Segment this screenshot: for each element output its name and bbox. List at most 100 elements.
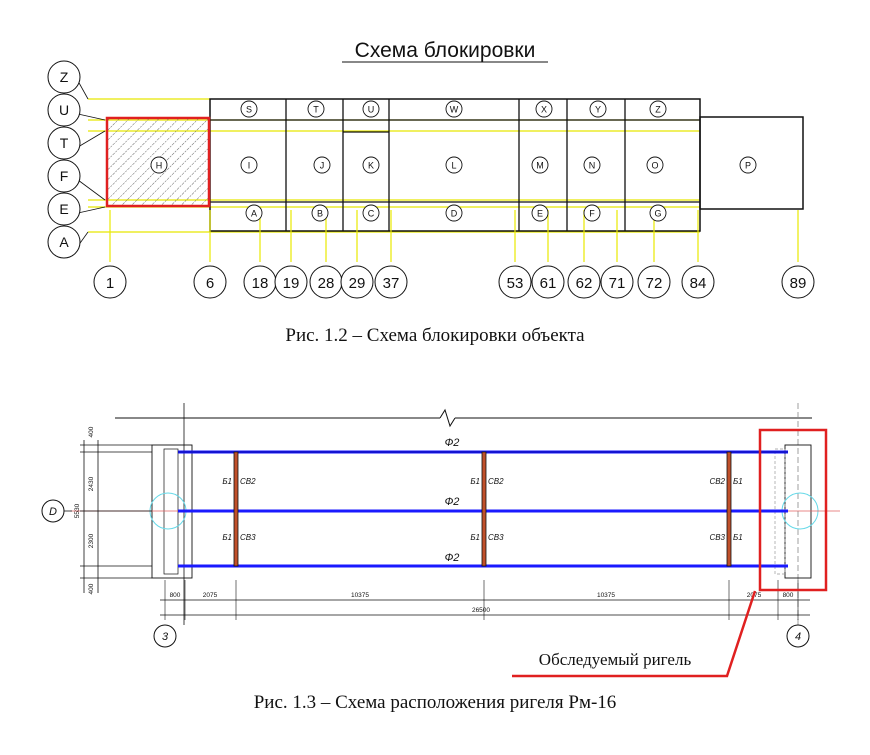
axis-bubble: [47, 93, 81, 127]
highlight-frame: [758, 428, 828, 592]
axis-label: 84: [690, 275, 707, 292]
joint-label: Б1: [470, 477, 480, 486]
block-label: J: [320, 161, 325, 171]
block-bubble: [240, 156, 258, 174]
axis-bubble: [531, 265, 565, 299]
block-bubble: [362, 156, 380, 174]
axis-label: D: [49, 506, 57, 518]
joint-label: СВ3: [709, 533, 725, 542]
block-label: Z: [655, 105, 661, 115]
figure-caption-2: Рис. 1.3 – Схема расположения ригеля Рм-…: [253, 692, 617, 713]
block-label: G: [654, 209, 661, 219]
axis-label: 29: [349, 275, 366, 292]
axis-leader: [77, 80, 89, 100]
block-label: X: [541, 105, 547, 115]
axis-label: U: [59, 102, 69, 118]
cross-girder: [481, 451, 487, 567]
dim-text: 800: [170, 592, 181, 599]
axis-label: 37: [383, 275, 400, 292]
axis-label: 3: [162, 631, 169, 643]
axis-label: 62: [576, 275, 593, 292]
axis-label: 18: [252, 275, 269, 292]
joint-label: Б1: [222, 477, 232, 486]
joint-label: СВ2: [240, 477, 256, 486]
axis-bubble: [498, 265, 532, 299]
dim-text: 26500: [472, 607, 490, 614]
axis-leader: [77, 130, 106, 148]
axis-leader: [77, 206, 106, 214]
axis-leader: [77, 113, 106, 121]
axis-label: E: [59, 201, 68, 217]
dim-text: 400: [88, 426, 95, 437]
block-label: E: [537, 209, 543, 219]
block-bubble: [531, 156, 549, 174]
dim-text: 2075: [203, 592, 218, 599]
axis-bubble: [600, 265, 634, 299]
axis-leader: [77, 179, 106, 201]
block-bubble: [245, 204, 263, 222]
axis-label: 6: [206, 275, 214, 292]
block-scheme-title: Схема блокировки: [355, 39, 536, 62]
block-bubble: [589, 100, 607, 118]
block-label: I: [248, 161, 251, 171]
axis-bubble: [637, 265, 671, 299]
dim-text: 2430: [88, 476, 95, 491]
axis-bubble: [47, 126, 81, 160]
axis-bubble: [47, 225, 81, 259]
axis-label: T: [60, 135, 69, 151]
block-bubble: [150, 156, 168, 174]
block-bubble: [649, 100, 667, 118]
block-label: T: [313, 105, 319, 115]
block-bubble: [362, 204, 380, 222]
block-label: F: [589, 209, 595, 219]
axis-bubble: [93, 265, 127, 299]
left-column-inner: [163, 448, 179, 575]
block-p-outline: [699, 116, 804, 210]
joint-label: СВ3: [488, 533, 504, 542]
joint-label: СВ2: [488, 477, 504, 486]
joint-label: Б1: [733, 477, 743, 486]
break-mark: [439, 408, 456, 428]
block-label: A: [251, 209, 257, 219]
block-label: Y: [595, 105, 601, 115]
axis-bubble: [47, 192, 81, 226]
bar-label: Ф2: [445, 437, 460, 449]
dim-text: 5530: [74, 503, 81, 518]
block-bubble: [313, 156, 331, 174]
axis-label: F: [60, 168, 69, 184]
block-bubble: [307, 100, 325, 118]
axis-label: 4: [795, 631, 801, 643]
block-label: B: [317, 209, 323, 219]
block-label: U: [368, 105, 375, 115]
block-label: S: [246, 105, 252, 115]
block-bubble: [583, 156, 601, 174]
block-bubble: [649, 204, 667, 222]
axis-label: 28: [318, 275, 335, 292]
joint-label: Б1: [222, 533, 232, 542]
block-bubble: [362, 100, 380, 118]
axis-label: 61: [540, 275, 557, 292]
block-bubble: [240, 100, 258, 118]
axis-label: 72: [646, 275, 663, 292]
axis-bubble: [781, 265, 815, 299]
joint-label: Б1: [733, 533, 743, 542]
block-bubble: [445, 156, 463, 174]
callout-leader: [512, 590, 757, 678]
block-bubble: [739, 156, 757, 174]
axis-label: Z: [60, 69, 69, 85]
dim-text: 400: [88, 583, 95, 594]
axis-bubble: [374, 265, 408, 299]
bar-label: Ф2: [445, 496, 460, 508]
block-label: W: [450, 105, 459, 115]
axis-bubble: [340, 265, 374, 299]
callout-label: Обследуемый ригель: [539, 650, 692, 669]
axis-label: 53: [507, 275, 524, 292]
axis-bubble: [274, 265, 308, 299]
joint-label: СВ2: [709, 477, 725, 486]
block-label: O: [651, 161, 658, 171]
